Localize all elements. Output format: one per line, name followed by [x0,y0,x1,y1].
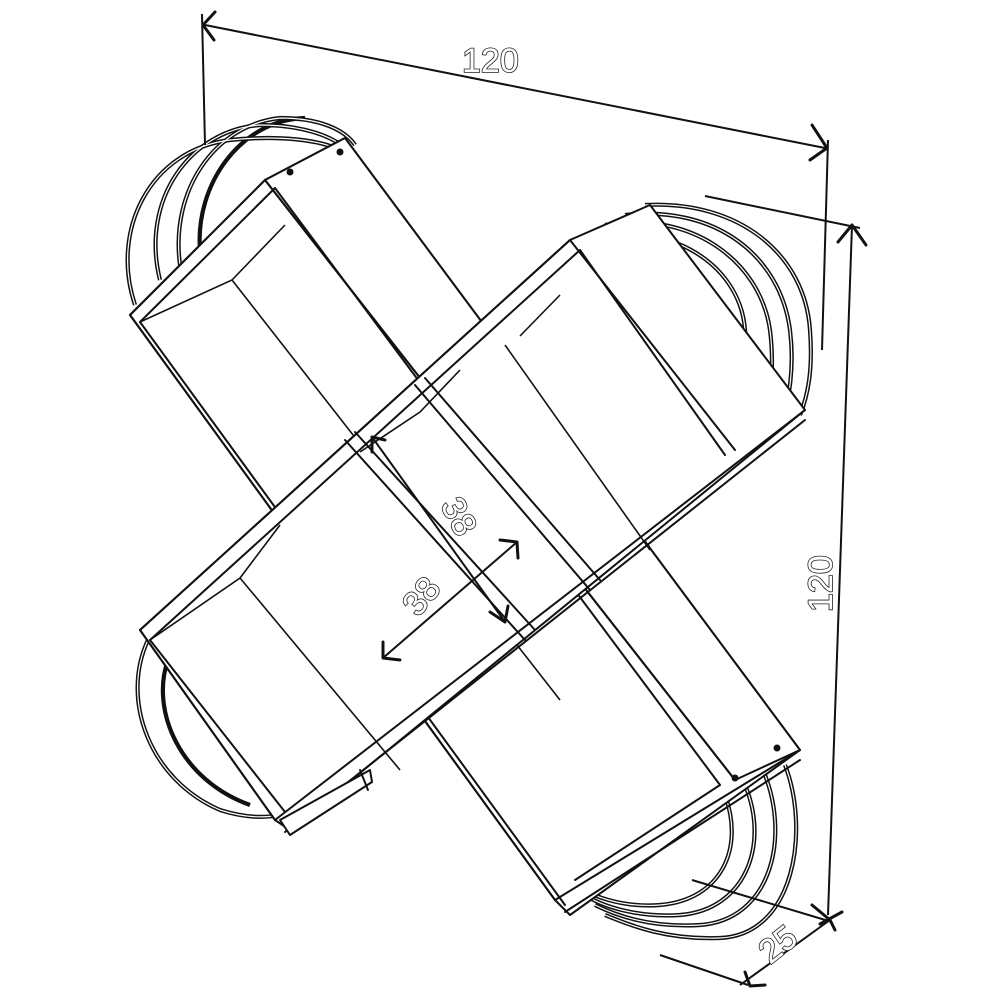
dimension-label-overall-height: 120 [802,555,840,612]
dimension-overall-width: 120 [201,10,829,351]
shelf-band-bottom-left-to-top-right [139,204,806,836]
dimension-depth: 25 [659,879,844,988]
wire-arcs-top-left [125,115,357,306]
wire-arcs-bottom-left [135,639,281,819]
dimension-label-overall-width: 120 [462,42,519,80]
dimension-overall-height: 120 [704,195,868,916]
